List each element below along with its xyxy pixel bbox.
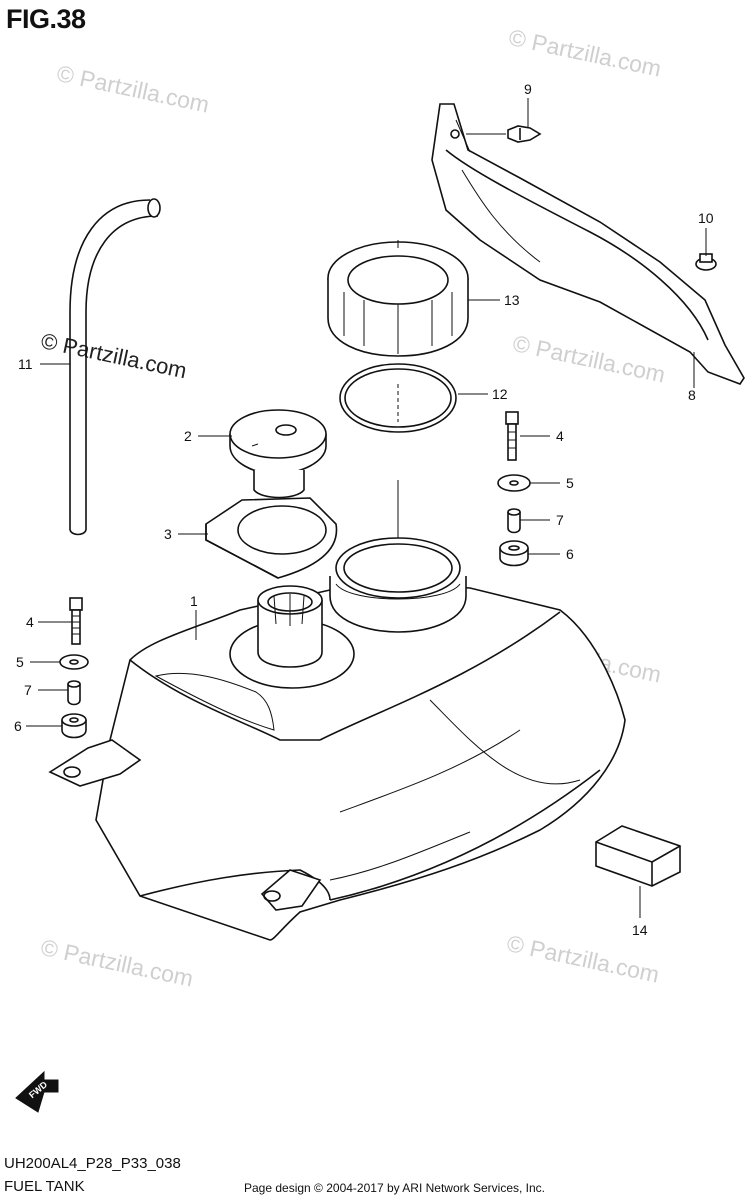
- part-12-o-ring[interactable]: [339, 363, 457, 548]
- part-7-collar-right[interactable]: [507, 508, 521, 534]
- part-5-washer-left[interactable]: [59, 654, 89, 670]
- callout-8[interactable]: 8: [688, 387, 696, 403]
- callout-3[interactable]: 3: [164, 526, 172, 542]
- callout-12[interactable]: 12: [492, 386, 508, 402]
- part-3-gasket[interactable]: [205, 497, 338, 579]
- part-10-bolt[interactable]: [695, 253, 717, 271]
- part-5-washer-right[interactable]: [497, 474, 531, 492]
- part-8-side-cover[interactable]: [431, 103, 745, 385]
- figure-name: FUEL TANK: [4, 1178, 85, 1195]
- part-6-grommet-left[interactable]: [61, 713, 87, 739]
- callout-4[interactable]: 4: [26, 614, 34, 630]
- callout-7[interactable]: 7: [24, 682, 32, 698]
- callout-9[interactable]: 9: [524, 81, 532, 97]
- part-2-fuel-cap[interactable]: [229, 409, 327, 499]
- callout-5[interactable]: 5: [566, 475, 574, 491]
- part-14-pad[interactable]: [595, 825, 681, 887]
- part-4-bolt-left[interactable]: [69, 597, 83, 645]
- callout-6[interactable]: 6: [14, 718, 22, 734]
- callout-10[interactable]: 10: [698, 210, 714, 226]
- part-13-lock-ring[interactable]: [327, 240, 469, 357]
- callout-14[interactable]: 14: [632, 922, 648, 938]
- leader-lines: [26, 98, 707, 918]
- part-4-bolt-right[interactable]: [505, 411, 519, 461]
- callout-11[interactable]: 11: [18, 356, 33, 372]
- callout-4[interactable]: 4: [556, 428, 564, 444]
- figure-title: FIG.38: [6, 4, 86, 34]
- part-6-grommet-right[interactable]: [499, 540, 529, 567]
- callout-6[interactable]: 6: [566, 546, 574, 562]
- callout-13[interactable]: 13: [504, 292, 520, 308]
- part-7-collar-left[interactable]: [67, 680, 81, 706]
- model-code: UH200AL4_P28_P33_038: [4, 1155, 181, 1172]
- callout-1[interactable]: 1: [190, 593, 198, 609]
- fwd-arrow-icon: FWD: [15, 1070, 59, 1113]
- part-9-clip[interactable]: [507, 125, 542, 143]
- callout-5[interactable]: 5: [16, 654, 24, 670]
- part-11-hose[interactable]: [69, 198, 161, 536]
- callout-7[interactable]: 7: [556, 512, 564, 528]
- page-credit: Page design © 2004-2017 by ARI Network S…: [244, 1181, 546, 1195]
- part-1-fuel-tank[interactable]: [48, 537, 626, 941]
- callout-2[interactable]: 2: [184, 428, 192, 444]
